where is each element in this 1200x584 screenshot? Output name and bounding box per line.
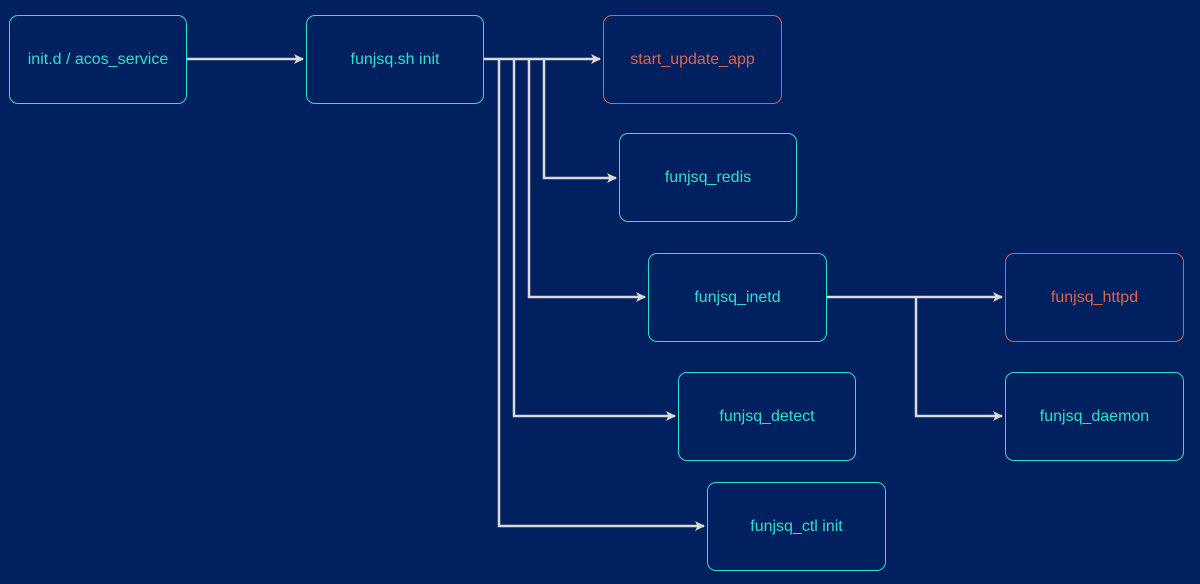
- node-funjsq-inetd-label: funjsq_inetd: [694, 288, 781, 306]
- node-funjsq-httpd[interactable]: funjsq_httpd: [1005, 253, 1184, 342]
- edge-inetd-to-daemon: [914, 297, 1003, 421]
- node-funjsq-daemon[interactable]: funjsq_daemon: [1005, 372, 1184, 461]
- node-funjsq-inetd[interactable]: funjsq_inetd: [648, 253, 827, 342]
- node-funjsq-daemon-label: funjsq_daemon: [1039, 407, 1150, 425]
- node-funjsq-sh-init[interactable]: funjsq.sh init: [306, 15, 484, 104]
- node-funjsq-detect-label: funjsq_detect: [719, 407, 815, 425]
- edge-funjsq-sh-to-ctl: [497, 59, 705, 531]
- node-start-update-app-label: start_update_app: [630, 50, 755, 68]
- node-funjsq-sh-init-label: funjsq.sh init: [350, 50, 440, 68]
- node-init-service[interactable]: init.d / acos_service: [9, 15, 187, 104]
- edge-funjsq-sh-to-inetd: [527, 59, 646, 302]
- node-funjsq-detect[interactable]: funjsq_detect: [678, 372, 856, 461]
- node-funjsq-redis-label: funjsq_redis: [664, 168, 752, 186]
- edge-funjsq-sh-to-redis: [542, 59, 617, 183]
- node-funjsq-redis[interactable]: funjsq_redis: [619, 133, 797, 222]
- node-init-service-label: init.d / acos_service: [27, 50, 169, 68]
- node-funjsq-httpd-label: funjsq_httpd: [1050, 288, 1139, 306]
- node-funjsq-ctl-init[interactable]: funjsq_ctl init: [707, 482, 886, 571]
- edge-funjsq-sh-to-detect: [512, 59, 676, 421]
- node-start-update-app[interactable]: start_update_app: [603, 15, 782, 104]
- node-funjsq-ctl-init-label: funjsq_ctl init: [750, 517, 843, 535]
